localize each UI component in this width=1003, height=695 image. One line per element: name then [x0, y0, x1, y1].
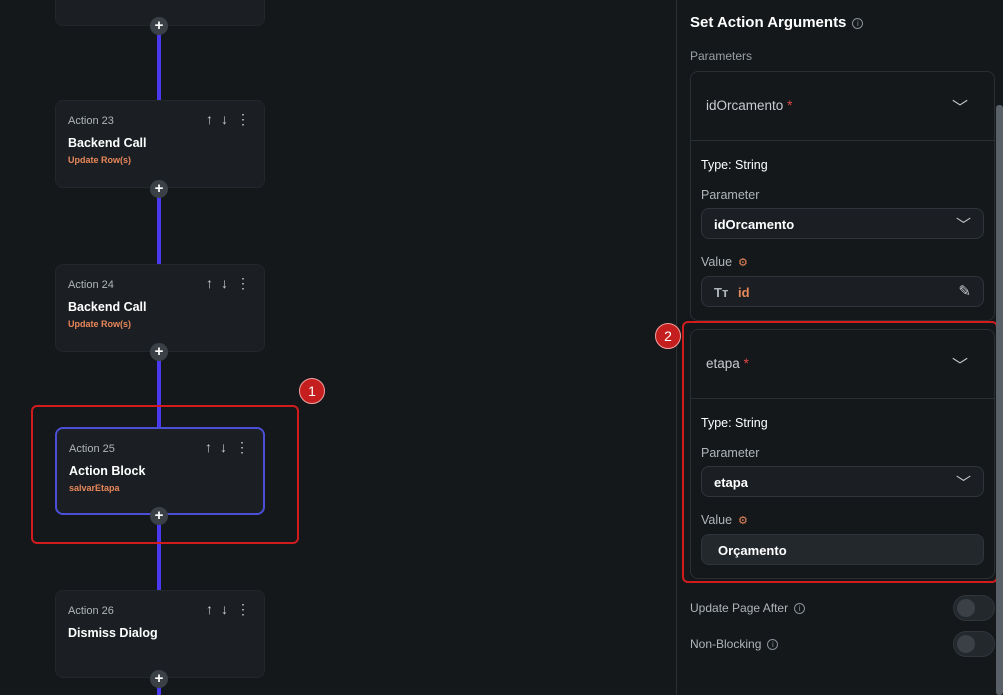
more-icon[interactable]: ⋮: [236, 601, 250, 617]
parameter-header[interactable]: etapa * ﹀: [691, 330, 994, 399]
action-card-26[interactable]: Action 26 ↑ ↓ ⋮ Dismiss Dialog: [55, 590, 265, 678]
required-marker: *: [743, 356, 749, 371]
value-label: Value⚙: [701, 255, 748, 269]
info-icon[interactable]: i: [794, 603, 806, 615]
value-label: Value⚙: [701, 513, 748, 527]
move-up-icon[interactable]: ↑: [206, 601, 213, 617]
annotation-badge-2: 2: [655, 323, 681, 349]
chevron-down-icon: ﹀: [955, 217, 971, 234]
add-action-button[interactable]: +: [150, 343, 168, 361]
action-number: Action 23: [68, 115, 114, 127]
info-icon[interactable]: i: [767, 639, 779, 651]
chevron-down-icon: ﹀: [955, 475, 971, 492]
info-icon[interactable]: i: [852, 17, 864, 29]
variable-settings-icon[interactable]: ⚙: [738, 257, 748, 269]
action-subtitle: Update Row(s): [68, 155, 131, 165]
parameter-card-etapa: etapa * ﹀ Type: String Parameter etapa﹀ …: [690, 329, 995, 579]
parameter-label: Parameter: [701, 446, 760, 460]
action-number: Action 24: [68, 279, 114, 291]
action-card-24[interactable]: Action 24 ↑ ↓ ⋮ Backend Call Update Row(s): [55, 264, 265, 352]
action-title: Action Block: [69, 464, 146, 478]
type-label: Type: String: [701, 416, 768, 430]
action-subtitle: Update Row(s): [68, 319, 131, 329]
parameters-label: Parameters: [690, 49, 753, 63]
action-title: Backend Call: [68, 300, 147, 314]
more-icon[interactable]: ⋮: [236, 275, 250, 291]
parameter-select[interactable]: idOrcamento ﹀: [701, 208, 984, 239]
add-action-button[interactable]: +: [150, 17, 168, 35]
text-type-icon: Tт: [714, 285, 729, 300]
move-down-icon[interactable]: ↓: [221, 275, 228, 291]
required-marker: *: [787, 98, 793, 113]
parameter-label: Parameter: [701, 188, 760, 202]
annotation-badge-1: 1: [299, 378, 325, 404]
value-text: id: [738, 285, 750, 300]
more-icon[interactable]: ⋮: [235, 439, 249, 455]
annotation-box-1: [31, 405, 299, 544]
more-icon[interactable]: ⋮: [236, 111, 250, 127]
annotation-box-2: [682, 321, 998, 583]
parameter-header[interactable]: idOrcamento * ﹀: [691, 72, 994, 141]
move-down-icon[interactable]: ↓: [220, 439, 227, 455]
type-label: Type: String: [701, 158, 768, 172]
action-number: Action 25: [69, 443, 115, 455]
value-field[interactable]: Tт id ✎: [701, 276, 984, 307]
move-down-icon[interactable]: ↓: [221, 601, 228, 617]
action-card-25-selected[interactable]: Action 25 ↑ ↓ ⋮ Action Block salvarEtapa: [55, 427, 265, 515]
chevron-down-icon[interactable]: ﹀: [951, 100, 968, 117]
parameter-select-value: etapa: [714, 475, 748, 490]
parameter-name: etapa: [706, 356, 740, 371]
panel-title: Set Action Arguments i: [690, 14, 864, 31]
edit-pencil-icon[interactable]: ✎: [958, 283, 971, 300]
variable-settings-icon[interactable]: ⚙: [738, 515, 748, 527]
move-down-icon[interactable]: ↓: [221, 111, 228, 127]
move-up-icon[interactable]: ↑: [205, 439, 212, 455]
parameter-card-idOrcamento: idOrcamento * ﹀ Type: String Parameter i…: [690, 71, 995, 321]
add-action-button[interactable]: +: [150, 507, 168, 525]
value-field[interactable]: Orçamento: [701, 534, 984, 565]
action-card-23[interactable]: Action 23 ↑ ↓ ⋮ Backend Call Update Row(s): [55, 100, 265, 188]
value-text: Orçamento: [718, 543, 787, 558]
update-page-after-toggle[interactable]: [953, 595, 995, 621]
add-action-button[interactable]: +: [150, 670, 168, 688]
add-action-button[interactable]: +: [150, 180, 168, 198]
chevron-down-icon[interactable]: ﹀: [951, 358, 968, 375]
action-title: Dismiss Dialog: [68, 626, 158, 640]
move-up-icon[interactable]: ↑: [206, 275, 213, 291]
action-title: Backend Call: [68, 136, 147, 150]
properties-panel: Set Action Arguments i Parameters idOrcam…: [655, 0, 1003, 695]
parameter-select-value: idOrcamento: [714, 217, 795, 232]
panel-title-text: Set Action Arguments: [690, 14, 847, 31]
move-up-icon[interactable]: ↑: [206, 111, 213, 127]
action-number: Action 26: [68, 605, 114, 617]
action-subtitle: salvarEtapa: [69, 483, 120, 493]
parameter-name: idOrcamento: [706, 98, 784, 113]
action-flow-canvas[interactable]: + Action 23 ↑ ↓ ⋮ Backend Call Update Row(…: [0, 0, 676, 695]
scrollbar[interactable]: [996, 105, 1003, 695]
parameter-select[interactable]: etapa ﹀: [701, 466, 984, 497]
non-blocking-toggle[interactable]: [953, 631, 995, 657]
